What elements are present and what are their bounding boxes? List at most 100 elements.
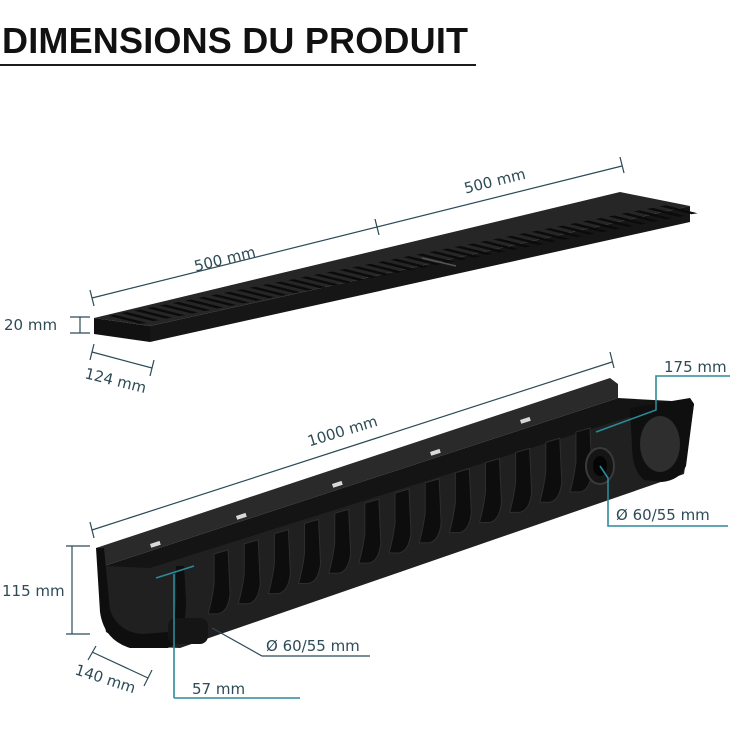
grate-slot xyxy=(377,261,416,271)
channel-rim-slots xyxy=(150,416,531,548)
grate-slot xyxy=(569,223,608,233)
rim-slot xyxy=(150,540,161,548)
channel-rib xyxy=(388,488,412,554)
channel-length-label: 1000 mm xyxy=(305,412,379,450)
grate-slot xyxy=(236,289,275,299)
grate-seam xyxy=(421,257,457,267)
grate-slot xyxy=(108,314,147,324)
grate-slot xyxy=(313,274,352,283)
channel-illustration xyxy=(96,378,694,648)
grate-slot xyxy=(531,230,570,240)
grate-slot xyxy=(159,304,198,314)
channel-rib xyxy=(478,457,502,524)
top-width-leader xyxy=(595,375,730,433)
grate-slot xyxy=(249,286,288,296)
grate-length-left-label: 500 mm xyxy=(192,243,257,276)
grate-width-tick-right xyxy=(149,359,155,377)
grate-front-face xyxy=(94,318,150,342)
grate-slot xyxy=(390,258,429,268)
grate-slot xyxy=(659,205,698,215)
grate-illustration xyxy=(94,192,698,342)
grate-slot xyxy=(403,256,442,266)
channel-base-width-line xyxy=(91,651,149,679)
channel-ribs xyxy=(207,427,593,615)
channel-side-outlet-label: Ø 60/55 mm xyxy=(616,506,710,524)
page-title: DIMENSIONS DU PRODUIT xyxy=(2,20,469,61)
grate-slot xyxy=(172,302,211,311)
channel-rib xyxy=(328,508,352,574)
grate-slot xyxy=(416,253,455,263)
grate-slot xyxy=(646,207,685,217)
grate-slot xyxy=(467,243,506,253)
channel-dimensions xyxy=(66,351,615,687)
outlet-side-leader xyxy=(599,465,728,527)
channel-accent-dimensions xyxy=(155,375,730,699)
channel-rib xyxy=(418,478,442,544)
channel-outlet-offset-label: 57 mm xyxy=(192,680,245,698)
grate-slot xyxy=(198,296,237,306)
channel-length-tick-left xyxy=(89,521,95,539)
grate-slot xyxy=(351,266,390,276)
grate-slot xyxy=(275,281,314,291)
grate-slot xyxy=(595,218,634,227)
rim-slot xyxy=(519,416,531,424)
grate-height-label: 20 mm xyxy=(4,316,57,334)
outlet-offset-line-a xyxy=(155,565,195,579)
grate-slot xyxy=(146,307,185,317)
channel-rib xyxy=(237,539,261,605)
rim-slot xyxy=(332,480,343,488)
grate-width-tick-left xyxy=(89,343,95,361)
channel-base-width-tick-right xyxy=(143,669,153,687)
grate-width-label: 124 mm xyxy=(83,364,148,397)
grate-dimensions xyxy=(70,156,625,377)
grate-slot xyxy=(262,284,301,294)
channel-base-width-label: 140 mm xyxy=(73,661,138,697)
grate-slot xyxy=(134,309,173,319)
grate-length-line xyxy=(91,165,623,299)
channel-bottom-outlet-label: Ø 60/55 mm xyxy=(266,637,360,655)
grate-length-tick-right xyxy=(619,156,625,174)
rim-slot xyxy=(430,448,441,456)
grate-slot xyxy=(428,251,467,261)
grate-slot xyxy=(505,235,544,245)
channel-top-width-label: 175 mm xyxy=(664,358,727,376)
grate-slot xyxy=(185,299,224,309)
bottom-outlet-pipe xyxy=(168,618,208,644)
grate-side-face xyxy=(150,206,690,342)
grate-slot xyxy=(339,268,378,278)
grate-slot xyxy=(518,233,557,243)
channel-rib xyxy=(508,447,533,513)
channel-rib xyxy=(358,498,382,564)
grate-slot xyxy=(633,210,672,220)
grate-slots xyxy=(108,205,698,324)
grate-slot xyxy=(480,240,519,250)
grate-slot xyxy=(364,263,403,273)
grate-slot xyxy=(210,294,249,304)
channel-rib xyxy=(448,468,472,534)
grate-slot xyxy=(557,225,596,235)
channel-rib xyxy=(297,518,322,584)
grate-length-tick-mid xyxy=(374,218,380,236)
channel-height-label: 115 mm xyxy=(2,582,65,600)
channel-rib xyxy=(539,437,563,503)
grate-slot xyxy=(287,279,326,289)
grate-top-face xyxy=(94,192,690,326)
channel-labels: 1000 mm 175 mm Ø 60/55 mm 115 mm Ø 60/55… xyxy=(2,358,727,698)
grate-slot xyxy=(582,220,621,230)
grate-slot xyxy=(544,228,583,238)
channel-length-tick-right xyxy=(609,351,615,369)
grate-width-line xyxy=(91,351,153,369)
grate-slot xyxy=(621,212,660,222)
outlet-bottom-leader xyxy=(211,627,370,657)
title-underline xyxy=(0,64,476,66)
channel-back-rim xyxy=(96,378,618,566)
channel-right-end-opening xyxy=(640,416,680,472)
grate-length-tick-left xyxy=(89,289,95,307)
grate-slot xyxy=(608,215,647,225)
grate-slot xyxy=(223,291,262,301)
channel-base-width-tick-left xyxy=(87,645,97,661)
grate-slot xyxy=(492,238,531,248)
rim-slot xyxy=(236,512,247,520)
channel-length-line xyxy=(91,361,613,531)
